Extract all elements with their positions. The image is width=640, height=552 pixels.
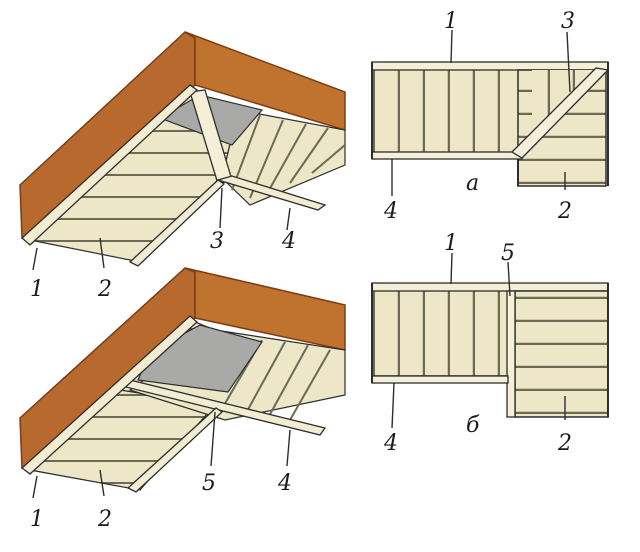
label-2: 2 (97, 277, 112, 302)
plan-bottom-strip (371, 151, 523, 160)
plan-a-label-1: 1 (444, 9, 458, 34)
bottom-perspective-view: 1 2 5 4 (19, 267, 346, 532)
plan-b-label-4: 4 (383, 431, 398, 456)
edge-strip-1 (21, 84, 199, 246)
edge-strip-front (128, 179, 226, 267)
label-4: 4 (281, 229, 296, 254)
label-1-b: 1 (30, 507, 44, 532)
plan-top-strip (371, 61, 609, 71)
plan-b-boards-vertical (371, 289, 509, 377)
label-5-b: 5 (202, 471, 216, 496)
top-perspective-view: 1 2 3 4 (19, 31, 346, 302)
label-3: 3 (210, 229, 224, 254)
top-plan-view: 1 3 4 2 а (371, 9, 610, 224)
edge-strip-4 (215, 175, 327, 211)
label-1: 1 (30, 277, 44, 302)
plan-a-label-2: 2 (557, 199, 572, 224)
plan-b-top-strip (371, 282, 609, 292)
plan-b-label-2: 2 (557, 431, 572, 456)
plan-a-label-3: 3 (561, 9, 575, 34)
edge-strip-front-b (126, 407, 224, 493)
beam-front-face (184, 31, 346, 132)
beam-front-face-b (184, 267, 346, 351)
plan-boards-vertical (371, 67, 533, 157)
plan-a-label-4: 4 (383, 199, 398, 224)
label-4-b: 4 (277, 471, 292, 496)
plan-b-bottom-strip (371, 375, 509, 384)
plan-a-caption: а (466, 171, 479, 196)
label-2-b: 2 (97, 507, 112, 532)
plan-b-caption: б (466, 413, 480, 438)
edge-strip-1-b (20, 315, 198, 475)
plan-b-label-1: 1 (444, 231, 458, 256)
bottom-plan-view: 1 5 4 2 б (371, 231, 609, 456)
plan-b-boards-horizontal (514, 290, 609, 418)
plan-b-divider-strip-5 (506, 290, 516, 418)
plan-b-label-5: 5 (501, 241, 515, 266)
